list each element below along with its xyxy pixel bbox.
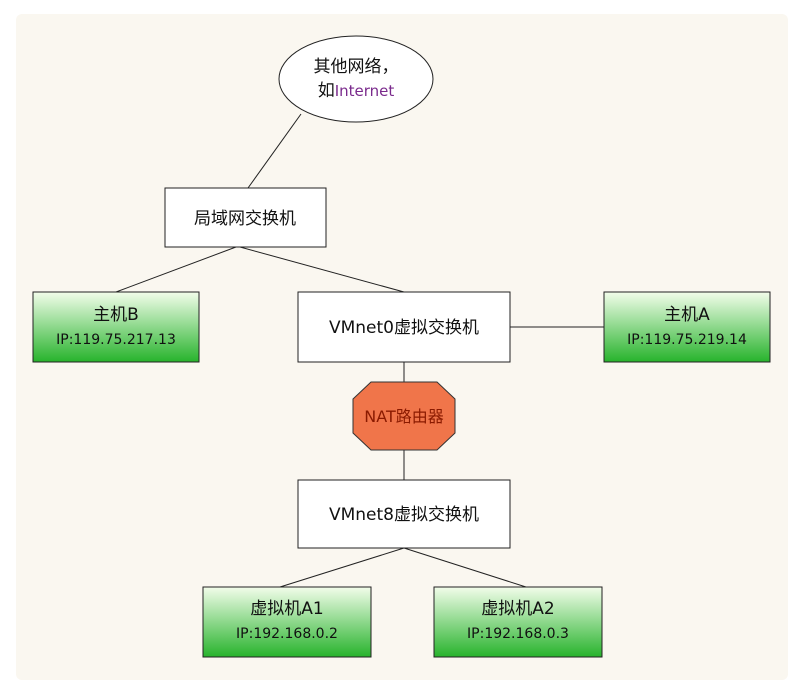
lan-switch-node: 局域网交换机 [164,187,327,248]
vmnet8-switch-node: VMnet8虚拟交换机 [297,479,511,549]
link-vmnet8-vma1 [279,547,405,588]
lan-switch-label: 局域网交换机 [194,209,296,229]
host-a-name: 主机A [664,305,710,325]
internet-label-keyword: Internet [335,82,395,100]
nat-router-node: NAT路由器 [352,381,456,451]
internet-ellipse [278,35,434,123]
vmnet0-switch-box [297,291,511,363]
vm-a2-box [433,586,603,658]
vmnet0-switch-node: VMnet0虚拟交换机 [297,291,511,363]
link-lan-vmnet0 [239,246,405,293]
vm-a2-ip: IP:192.168.0.3 [467,626,569,642]
vm-a1-box [202,586,372,658]
nat-router-octagon [352,381,456,451]
vmnet8-switch-box [297,479,511,549]
host-a-node: 主机A IP:119.75.219.14 [603,291,771,363]
link-lan-hostb [115,246,237,293]
link-internet-lan [247,113,302,189]
vm-a1-node: 虚拟机A1 IP:192.168.0.2 [202,586,372,658]
host-b-node: 主机B IP:119.75.217.13 [32,291,200,363]
link-vmnet8-vma2 [403,547,527,588]
vm-a1-name: 虚拟机A1 [250,599,323,619]
lan-switch-box [164,187,327,248]
network-diagram: 其他网络， 如Internet 局域网交换机 主机B IP:119.75.217… [32,35,771,658]
vm-a2-name: 虚拟机A2 [481,599,554,619]
host-a-box [603,291,771,363]
host-b-box [32,291,200,363]
vmnet8-switch-label: VMnet8虚拟交换机 [329,505,479,525]
connections [115,113,604,588]
vmnet0-switch-label: VMnet0虚拟交换机 [329,318,479,338]
host-b-name: 主机B [93,305,139,325]
internet-label-prefix: 如 [318,81,335,101]
vm-a2-node: 虚拟机A2 IP:192.168.0.3 [433,586,603,658]
host-b-ip: IP:119.75.217.13 [56,332,176,348]
vm-a1-ip: IP:192.168.0.2 [236,626,338,642]
internet-node: 其他网络， 如Internet [278,35,434,123]
host-a-ip: IP:119.75.219.14 [627,332,747,348]
nat-router-label: NAT路由器 [364,407,443,426]
diagram-canvas: 其他网络， 如Internet 局域网交换机 主机B IP:119.75.217… [16,14,788,680]
internet-label-line2: 如Internet [318,81,395,101]
internet-label-line1: 其他网络， [314,57,399,77]
